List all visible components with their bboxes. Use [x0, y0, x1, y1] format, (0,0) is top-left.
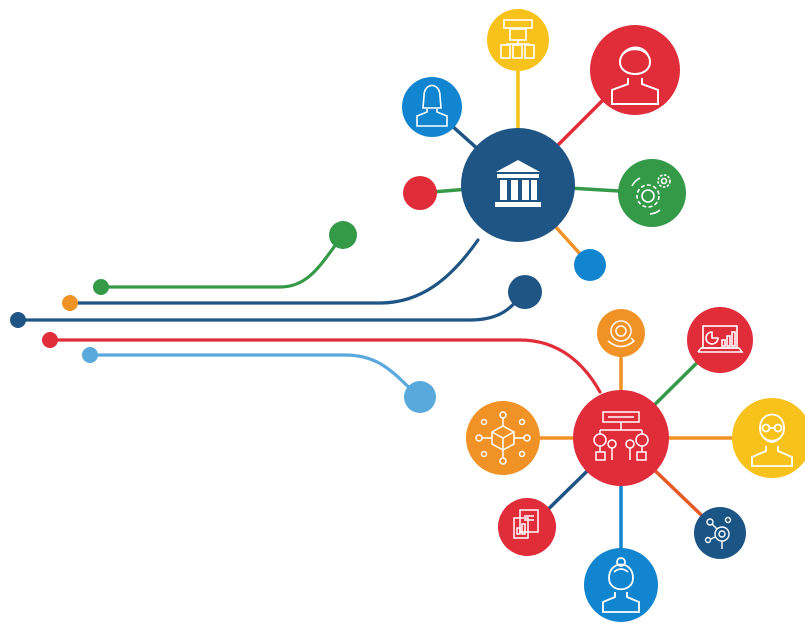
cube-network-icon	[475, 411, 531, 465]
documents-node	[498, 498, 556, 556]
connector-lines	[16, 233, 602, 399]
dot-light-blue-start	[82, 347, 98, 363]
dot-orange-start	[62, 295, 78, 311]
gears-node	[618, 159, 686, 227]
bank-building-icon	[495, 160, 541, 207]
target-network-node	[694, 507, 746, 559]
documents-icon	[513, 509, 539, 539]
workflow-boxes-icon	[500, 19, 535, 59]
blue-dot-node	[574, 249, 606, 281]
cycle-node	[597, 309, 645, 357]
woman-user-icon	[416, 84, 448, 127]
woman-user-bottom-node	[584, 548, 658, 622]
dot-light-blue-end	[404, 381, 436, 413]
gears-icon	[631, 174, 671, 215]
dot-navy-end	[508, 275, 542, 309]
man-user-node	[590, 25, 680, 115]
dot-navy-start	[10, 312, 26, 328]
elder-user-icon	[751, 413, 793, 467]
target-network-icon	[704, 516, 732, 549]
dot-green-start	[93, 279, 109, 295]
connector-line-red	[48, 338, 602, 394]
woman-user-icon	[602, 557, 640, 613]
bottom-hub-node	[573, 390, 669, 486]
dot-green-end	[329, 221, 357, 249]
connector-line-light-blue	[88, 353, 422, 399]
cube-network-node	[466, 401, 540, 475]
man-user-icon	[611, 46, 659, 105]
flowchart-process-icon	[593, 411, 649, 461]
connector-line-orange	[68, 238, 480, 305]
connector-line-navy	[16, 290, 526, 322]
top-hub-node	[461, 128, 575, 242]
woman-user-node	[402, 77, 462, 137]
connector-dots	[10, 221, 542, 413]
laptop-chart-icon	[697, 325, 744, 353]
connector-line-green	[99, 233, 345, 289]
cycle-arrow-icon	[607, 320, 636, 348]
dot-red-start	[42, 332, 58, 348]
red-dot-node	[403, 176, 437, 210]
laptop-chart-node	[687, 307, 753, 373]
workflow-boxes-node	[487, 9, 549, 71]
elder-user-node	[732, 398, 805, 478]
